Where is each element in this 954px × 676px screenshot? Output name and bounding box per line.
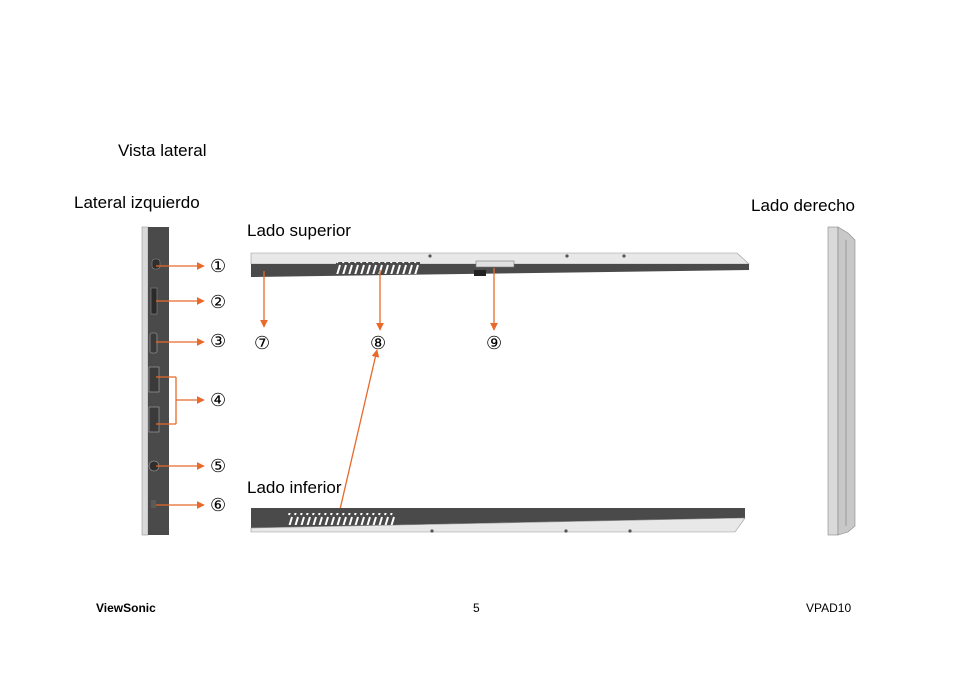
callout-4: ④ <box>210 390 227 411</box>
usb-port-2 <box>148 406 160 433</box>
top-vent <box>336 262 420 274</box>
callout-9: ⑨ <box>486 333 503 354</box>
left-side-device <box>141 226 169 536</box>
right-side-device <box>827 226 856 536</box>
bottom-vent <box>288 513 396 525</box>
callout-1: ① <box>210 256 227 277</box>
mini-usb-port <box>149 332 158 354</box>
left-side-arrows <box>156 262 205 509</box>
callout-5: ⑤ <box>210 456 227 477</box>
power-button <box>475 260 515 268</box>
footer-model: VPAD10 <box>806 601 852 615</box>
top-side-device <box>250 252 750 277</box>
usb-port-1 <box>148 366 160 393</box>
right-side-label: Lado derecho <box>751 196 855 215</box>
reset-hole <box>151 500 156 508</box>
power-led <box>474 270 486 276</box>
footer-brand: ViewSonic <box>96 601 156 615</box>
bottom-side-device <box>250 508 746 533</box>
left-side-label: Lateral izquierdo <box>74 193 200 212</box>
top-side-label: Lado superior <box>247 221 351 240</box>
callout-7: ⑦ <box>254 333 271 354</box>
section-title: Vista lateral <box>118 141 207 160</box>
footer-page-number: 5 <box>473 601 480 615</box>
callout-2: ② <box>210 292 227 313</box>
top-side-arrows <box>260 268 498 519</box>
bottom-side-label: Lado inferior <box>247 478 342 497</box>
headphone-jack <box>151 258 161 270</box>
callout-8: ⑧ <box>370 333 387 354</box>
callout-3: ③ <box>210 331 227 352</box>
callout-6: ⑥ <box>210 495 227 516</box>
